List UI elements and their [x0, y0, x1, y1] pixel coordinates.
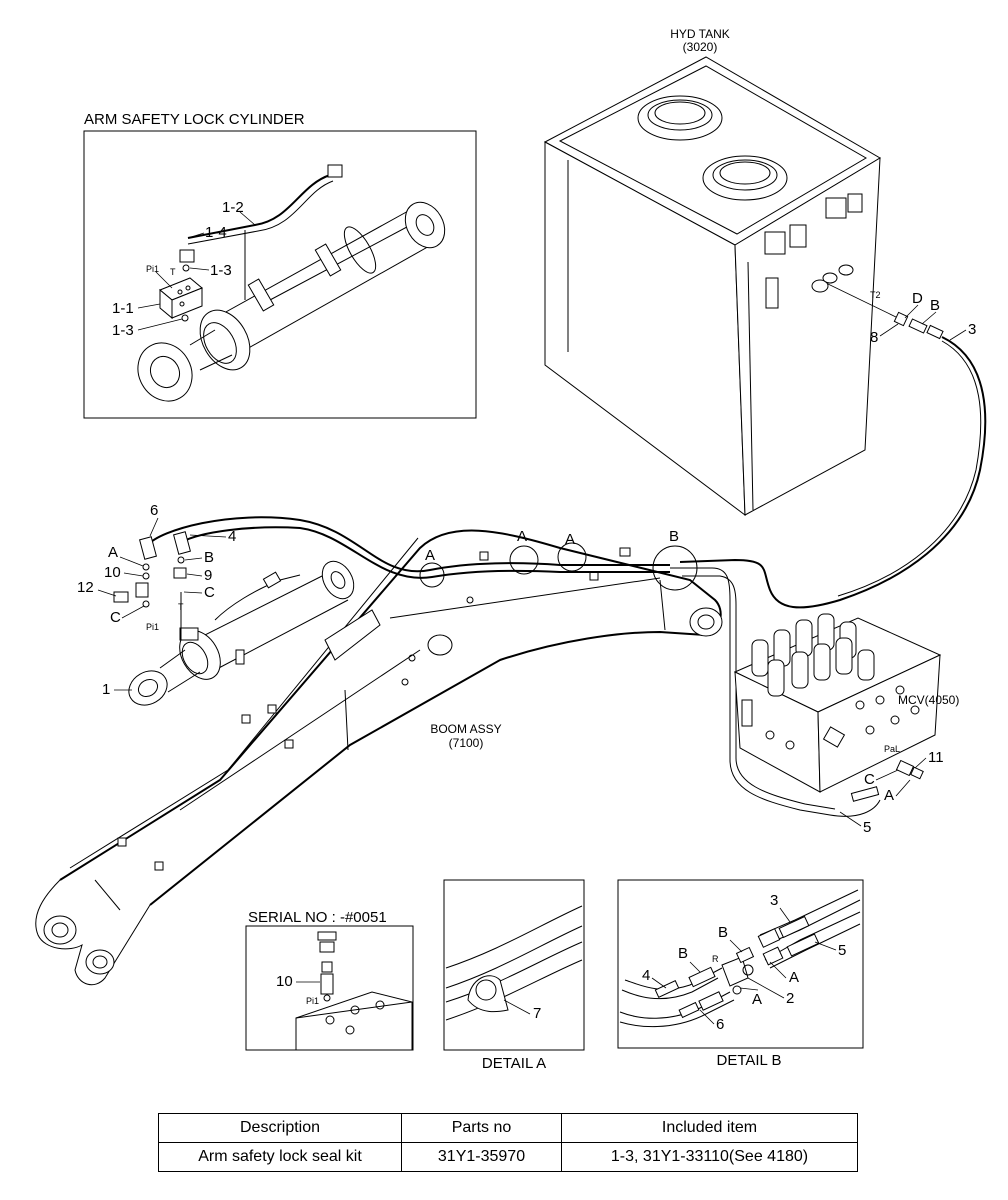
label-1-4: 1-4 — [205, 224, 227, 241]
label-pi1-inset: Pi1 — [146, 264, 159, 274]
label-1-3-bottom: 1-3 — [112, 322, 134, 339]
hyd-tank: HYD TANK (3020) — [543, 27, 976, 517]
label-a-detail-bottom: A — [752, 991, 762, 1008]
label-a-detail-right: A — [789, 969, 799, 986]
tank-filter-cover-rear — [637, 95, 723, 141]
boom-title: BOOM ASSY — [430, 722, 501, 736]
label-3: 3 — [968, 321, 976, 338]
label-12: 12 — [77, 579, 94, 596]
detail-b-title: DETAIL B — [716, 1052, 781, 1069]
label-pi1-main: Pi1 — [146, 622, 159, 632]
hyd-tank-code: (3020) — [683, 40, 718, 54]
label-a-main: A — [108, 544, 118, 561]
label-c-right: C — [204, 584, 215, 601]
label-9: 9 — [204, 567, 212, 584]
label-b-detail-top: B — [718, 924, 728, 941]
valve-block-1-1 — [159, 277, 203, 320]
arm-safety-lock-inset: ARM SAFETY LOCK CYLINDER — [83, 111, 477, 419]
arm-cylinder-title: ARM SAFETY LOCK CYLINDER — [84, 111, 305, 128]
boom-code: (7100) — [449, 736, 484, 750]
label-1-1: 1-1 — [112, 300, 134, 317]
fitting-8 — [893, 311, 944, 340]
header-parts-no: Parts no — [401, 1113, 562, 1143]
label-c-mcv: C — [864, 771, 875, 788]
label-5: 5 — [863, 819, 871, 836]
detail-a-callout-2: A — [517, 528, 527, 545]
label-t-inset: T — [170, 267, 176, 277]
label-2-detail: 2 — [786, 990, 794, 1007]
hose-3 — [679, 336, 987, 609]
detail-a-callout-1: A — [425, 547, 435, 564]
serial-inset: SERIAL NO : -#0051 10 Pi1 — [245, 909, 414, 1051]
detail-a-callout-3: A — [565, 531, 575, 548]
header-included-item: Included item — [561, 1113, 858, 1143]
label-5-detail: 5 — [838, 942, 846, 959]
label-4: 4 — [228, 528, 236, 545]
label-pi1-serial: Pi1 — [306, 996, 319, 1006]
table-row: Arm safety lock seal kit 31Y1-35970 1-3,… — [158, 1142, 858, 1172]
label-8: 8 — [870, 329, 878, 346]
hose-6 — [147, 516, 670, 573]
label-10-serial: 10 — [276, 973, 293, 990]
tank-return-port — [811, 264, 854, 293]
detail-a-title: DETAIL A — [482, 1055, 546, 1072]
label-6-detail: 6 — [716, 1016, 724, 1033]
label-1-3-top: 1-3 — [210, 262, 232, 279]
cell-parts-no: 31Y1-35970 — [401, 1142, 562, 1172]
label-7: 7 — [533, 1005, 541, 1022]
label-1-2: 1-2 — [222, 199, 244, 216]
label-t-main: T — [178, 602, 184, 612]
pipe-1-2 — [187, 174, 331, 239]
detail-b-inset: 3 B 5 B R A 4 A 2 6 DETAIL B — [617, 879, 864, 1069]
label-b-detail-left: B — [678, 945, 688, 962]
label-b: B — [930, 297, 940, 314]
serial-title: SERIAL NO : -#0051 — [248, 909, 387, 926]
boom-assembly: BOOM ASSY (7100) — [35, 529, 723, 986]
mcv-title: MCV(4050) — [898, 693, 959, 707]
detail-b-callout: B — [669, 528, 679, 545]
arm-cylinder-main — [128, 560, 355, 706]
label-6: 6 — [150, 502, 158, 519]
tank-filter-cover-front — [702, 155, 788, 201]
port-pal-label: PaL — [884, 744, 900, 754]
label-c-left: C — [110, 609, 121, 626]
seal-kit-table: Description Parts no Included item Arm s… — [158, 1113, 858, 1172]
main-control-valve: MCV(4050) PaL 11 C A 5 — [733, 613, 959, 836]
label-a-mcv: A — [884, 787, 894, 804]
label-11: 11 — [928, 749, 944, 766]
hose-4 — [181, 526, 670, 579]
cell-description: Arm safety lock seal kit — [158, 1142, 402, 1172]
cell-included-item: 1-3, 31Y1-33110(See 4180) — [561, 1142, 858, 1172]
label-4-detail: 4 — [642, 967, 650, 984]
label-3-detail: 3 — [770, 892, 778, 909]
arm-cylinder — [137, 201, 446, 402]
label-10-main: 10 — [104, 564, 121, 581]
header-description: Description — [158, 1113, 402, 1143]
hyd-tank-title: HYD TANK — [670, 27, 730, 41]
port-t2-label: T2 — [870, 290, 881, 300]
label-1: 1 — [102, 681, 110, 698]
label-r-detail: R — [712, 954, 719, 964]
clamp-7 — [467, 975, 509, 1013]
detail-a-inset: 7 DETAIL A — [443, 879, 585, 1072]
detail-callouts: A A A B — [419, 528, 698, 591]
fittings-cylinder — [113, 531, 191, 640]
label-d: D — [912, 290, 923, 307]
label-b-main: B — [204, 549, 214, 566]
table-header-row: Description Parts no Included item — [158, 1113, 858, 1143]
